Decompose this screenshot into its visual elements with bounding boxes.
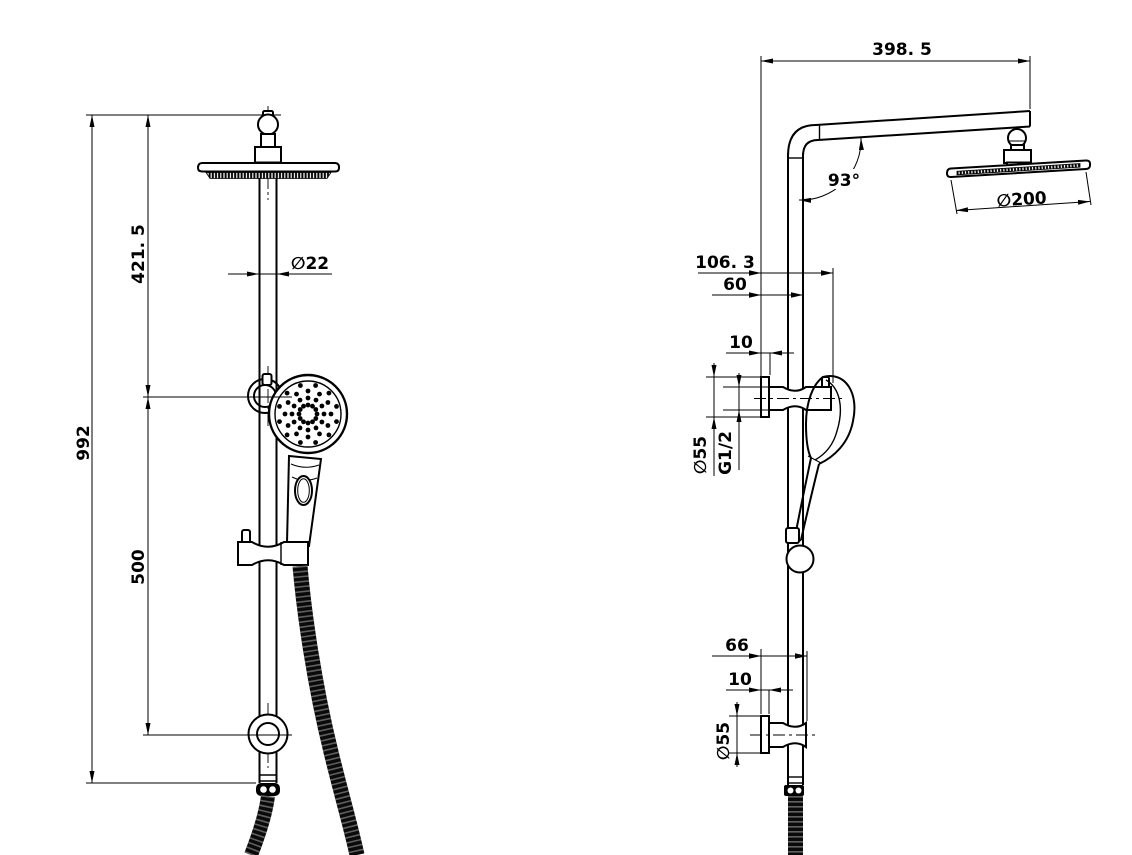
dim-lower-flange-thickness-label: 10 (728, 670, 752, 690)
rail-pipe-front (258, 178, 278, 783)
dim-head-diameter-label: ∅200 (996, 188, 1047, 211)
front-dimensions: 992 421. 5 500 ∅22 (74, 114, 332, 784)
bracket-peg (261, 373, 273, 386)
dim-inlet-thread-label: G1/2 (716, 431, 736, 475)
slider-knob-side (785, 527, 815, 574)
ball-joint (257, 113, 279, 136)
dim-head-to-top-label: 421. 5 (129, 224, 149, 284)
hose-nut (256, 783, 280, 796)
upper-flange (760, 376, 770, 418)
rain-head-side (945, 128, 1091, 179)
rain-head-nozzle-band-side (956, 163, 1081, 176)
dim-overall-height-label: 992 (74, 425, 94, 461)
hose-outlet-front (244, 783, 280, 855)
slider-body (237, 541, 309, 566)
dim-upper-flange-thickness-label: 10 (729, 333, 753, 353)
hand-shower-face (267, 373, 349, 455)
dim-bracket-spacing-label: 500 (129, 549, 149, 585)
dim-wall-to-rail-label: 60 (723, 275, 747, 295)
lower-bracket-front (247, 713, 289, 755)
dim-lower-bracket-depth-label: 66 (725, 636, 749, 656)
hand-shower-front (267, 373, 349, 548)
head-connector-side (1003, 149, 1032, 164)
slider-bracket-front (237, 529, 309, 566)
front-view: 992 421. 5 500 ∅22 (74, 106, 365, 855)
head-connector (254, 146, 282, 164)
dim-lower-flange-diameter-label: ∅55 (714, 722, 734, 760)
upper-bracket-peg (821, 376, 830, 389)
dim-upper-bracket-depth-label: 106. 3 (695, 253, 755, 273)
dim-arm-length-label: 398. 5 (872, 40, 932, 60)
dim-arm-angle-label: 93° (828, 171, 860, 191)
lower-flange (760, 715, 770, 754)
dim-upper-flange-diameter-label: ∅55 (691, 436, 711, 474)
dim-rail-diameter-label: ∅22 (291, 254, 329, 274)
upper-bracket-side (754, 376, 846, 418)
ball-neck (260, 133, 276, 148)
shower-hose-front (292, 565, 365, 855)
hand-shower-nozzles (277, 383, 339, 445)
side-dimensions: 398. 5 93° ∅200 106. 3 60 10 (691, 40, 1092, 767)
rain-head-nozzle-band (205, 172, 332, 179)
rain-head-front (196, 110, 340, 179)
side-view: 398. 5 93° ∅200 106. 3 60 10 (691, 40, 1092, 855)
lower-bracket-side (750, 715, 818, 754)
riser-pipe-side (787, 110, 1031, 785)
hose-outlet-side (784, 776, 804, 855)
rain-head-disc (196, 162, 340, 173)
